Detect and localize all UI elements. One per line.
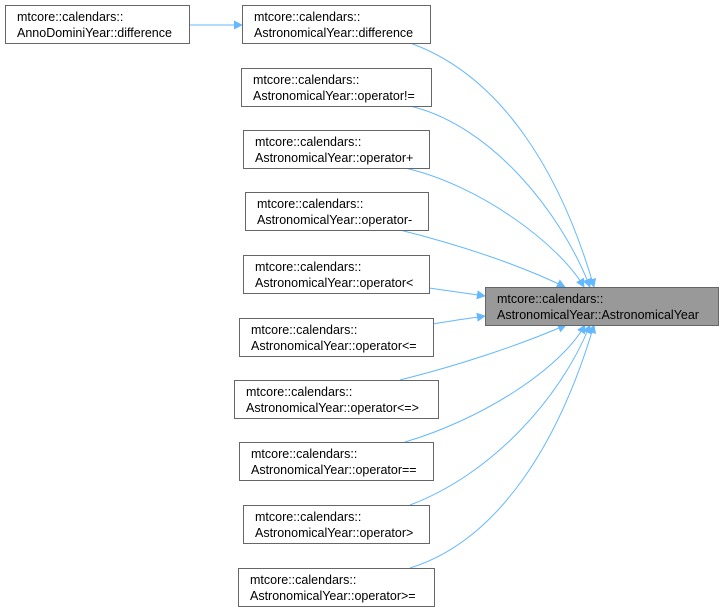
node-astro-op-eq[interactable]: mtcore::calendars::AstronomicalYear::ope… — [239, 442, 434, 481]
node-label-line2: AstronomicalYear::operator>= — [250, 589, 416, 603]
node-astro-ctor[interactable]: mtcore::calendars::AstronomicalYear::Ast… — [485, 287, 719, 326]
node-astro-op-gt[interactable]: mtcore::calendars::AstronomicalYear::ope… — [243, 505, 430, 544]
node-label-line2: AstronomicalYear::operator<= — [251, 339, 417, 353]
node-box[interactable] — [243, 505, 430, 544]
node-label-line2: AstronomicalYear::operator> — [255, 526, 413, 540]
node-box[interactable] — [238, 568, 435, 607]
node-label-line1: mtcore::calendars:: — [251, 447, 357, 461]
node-label-line1: mtcore::calendars:: — [17, 10, 123, 24]
edge-astro-ctor-to-astro-op-plus — [404, 167, 585, 288]
edges-layer — [189, 20, 597, 569]
node-label-line1: mtcore::calendars:: — [253, 73, 359, 87]
node-box[interactable] — [241, 68, 432, 107]
node-astro-op-plus[interactable]: mtcore::calendars::AstronomicalYear::ope… — [243, 130, 430, 169]
node-box[interactable] — [234, 380, 439, 419]
node-astro-op-neq[interactable]: mtcore::calendars::AstronomicalYear::ope… — [241, 68, 432, 107]
node-astro-op-spaceship[interactable]: mtcore::calendars::AstronomicalYear::ope… — [234, 380, 439, 419]
node-label-line2: AnnoDominiYear::difference — [17, 26, 172, 40]
node-box[interactable] — [239, 442, 434, 481]
node-box[interactable] — [239, 318, 434, 357]
node-box[interactable] — [243, 255, 430, 294]
node-astro-op-le[interactable]: mtcore::calendars::AstronomicalYear::ope… — [239, 318, 434, 357]
node-label-line2: AstronomicalYear::operator- — [257, 213, 412, 227]
node-label-line2: AstronomicalYear::operator== — [251, 463, 417, 477]
node-label-line1: mtcore::calendars:: — [255, 260, 361, 274]
edge-astro-ctor-to-astro-difference — [409, 42, 597, 288]
edge-astro-ctor-to-astro-op-lt — [428, 287, 486, 300]
nodes-layer: mtcore::calendars::AnnoDominiYear::diffe… — [5, 5, 719, 607]
node-label-line1: mtcore::calendars:: — [246, 385, 352, 399]
node-box[interactable] — [243, 130, 430, 169]
edge-astro-ctor-to-astro-op-le — [432, 312, 486, 325]
edge-astro-ctor-to-astro-op-eq — [404, 324, 586, 443]
edge-astro-ctor-to-astro-op-ge — [409, 324, 597, 569]
edge-astro-ctor-to-astro-op-minus — [399, 229, 566, 288]
node-label-line2: AstronomicalYear::operator< — [255, 276, 413, 290]
node-astro-op-lt[interactable]: mtcore::calendars::AstronomicalYear::ope… — [243, 255, 430, 294]
node-label-line2: AstronomicalYear::operator!= — [253, 89, 415, 103]
node-label-line1: mtcore::calendars:: — [257, 197, 363, 211]
node-label-line1: mtcore::calendars:: — [255, 510, 361, 524]
node-label-line1: mtcore::calendars:: — [497, 292, 603, 306]
edge-astro-ctor-to-astro-op-gt — [409, 324, 592, 506]
node-annodomini-difference[interactable]: mtcore::calendars::AnnoDominiYear::diffe… — [5, 5, 190, 44]
node-label-line2: AstronomicalYear::operator+ — [255, 151, 413, 165]
node-label-line2: AstronomicalYear::operator<=> — [246, 401, 419, 415]
node-label-line1: mtcore::calendars:: — [251, 323, 357, 337]
node-astro-op-minus[interactable]: mtcore::calendars::AstronomicalYear::ope… — [245, 192, 429, 231]
node-label-line1: mtcore::calendars:: — [255, 135, 361, 149]
node-astro-difference[interactable]: mtcore::calendars::AstronomicalYear::dif… — [242, 5, 431, 44]
node-box[interactable] — [5, 5, 190, 44]
node-label-line1: mtcore::calendars:: — [250, 573, 356, 587]
node-label-line1: mtcore::calendars:: — [254, 10, 360, 24]
node-box[interactable] — [485, 287, 719, 326]
edge-astro-ctor-to-astro-op-neq — [409, 105, 592, 288]
node-label-line2: AstronomicalYear::difference — [254, 26, 413, 40]
edge-astro-ctor-to-astro-op-spaceship — [399, 324, 567, 381]
node-box[interactable] — [245, 192, 429, 231]
node-box[interactable] — [242, 5, 431, 44]
node-astro-op-ge[interactable]: mtcore::calendars::AstronomicalYear::ope… — [238, 568, 435, 607]
node-label-line2: AstronomicalYear::AstronomicalYear — [497, 308, 699, 322]
